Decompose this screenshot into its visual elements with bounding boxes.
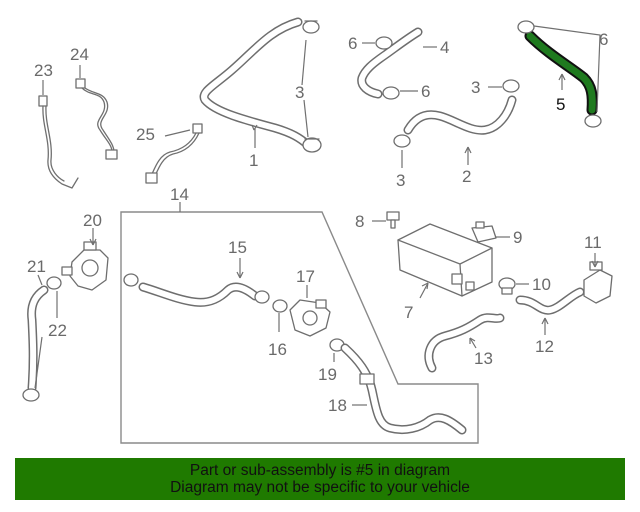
part-9-sensor[interactable] <box>471 221 497 243</box>
callout-6-right: 6 <box>599 30 608 49</box>
callout-12: 12 <box>535 337 554 356</box>
callout-11: 11 <box>584 233 602 252</box>
part-6-clamp-a[interactable] <box>375 36 393 50</box>
part-18-hose[interactable] <box>340 343 467 435</box>
part-5-hose-highlighted[interactable] <box>524 30 598 116</box>
part-3-clamp-left[interactable] <box>393 134 411 148</box>
callout-17: 17 <box>296 267 315 286</box>
banner-line-1: Part or sub-assembly is #5 in diagram <box>189 462 451 479</box>
part-23-sensor[interactable] <box>38 95 79 189</box>
part-7-canister[interactable] <box>397 223 493 297</box>
callout-10: 10 <box>532 275 551 294</box>
part-13-hose[interactable] <box>424 313 505 373</box>
part-6-clamp-b[interactable] <box>382 86 400 100</box>
part-6-clamp-right-bottom[interactable] <box>584 114 602 128</box>
callout-18: 18 <box>328 396 347 415</box>
part-12-hose[interactable] <box>515 287 585 315</box>
part-24-sensor[interactable] <box>75 78 118 160</box>
callout-9: 9 <box>513 228 522 247</box>
callout-5: 5 <box>556 95 565 114</box>
callout-6-left: 6 <box>348 34 357 53</box>
part-21-hose[interactable] <box>22 285 49 402</box>
callout-3-bottom: 3 <box>396 171 405 190</box>
part-3-clamp-top[interactable] <box>302 20 320 34</box>
callout-24: 24 <box>70 45 89 64</box>
part-20-valve[interactable] <box>61 241 109 291</box>
info-banner: Part or sub-assembly is #5 in diagram Di… <box>15 458 625 500</box>
callout-3-top: 3 <box>295 83 304 102</box>
group-14-outline <box>120 211 479 444</box>
part-6-clamp-right-top[interactable] <box>517 20 535 34</box>
part-3-clamp-bottom[interactable] <box>302 137 322 153</box>
part-8-bolt[interactable] <box>386 211 400 229</box>
callout-1: 1 <box>249 151 258 170</box>
banner-line-2: Diagram may not be specific to your vehi… <box>170 479 470 496</box>
callout-15: 15 <box>228 238 247 257</box>
part-25-sensor[interactable] <box>145 123 203 184</box>
callout-8: 8 <box>355 212 364 231</box>
part-17-valve[interactable] <box>289 299 331 337</box>
callout-22: 22 <box>48 321 67 340</box>
callout-7: 7 <box>404 303 413 322</box>
callout-25: 25 <box>136 125 155 144</box>
callout-13: 13 <box>474 349 493 368</box>
callout-2: 2 <box>462 167 471 186</box>
part-3-clamp-right[interactable] <box>502 79 520 93</box>
callout-6-mid: 6 <box>421 82 430 101</box>
part-4-hose[interactable] <box>357 27 423 99</box>
part-1-hose[interactable] <box>199 17 313 150</box>
part-22-clamp[interactable] <box>46 276 62 290</box>
part-16-clamp[interactable] <box>272 299 288 313</box>
callout-19: 19 <box>318 365 337 384</box>
part-15-hose[interactable] <box>123 273 270 307</box>
callout-16: 16 <box>268 340 287 359</box>
part-2-hose[interactable] <box>403 95 517 135</box>
part-11-valve[interactable] <box>583 261 613 304</box>
callout-4: 4 <box>440 38 449 57</box>
callout-20: 20 <box>83 211 102 230</box>
callout-14: 14 <box>170 185 189 204</box>
callout-21: 21 <box>27 257 46 276</box>
part-10-clamp[interactable] <box>498 277 516 295</box>
callout-23: 23 <box>34 61 53 80</box>
callout-3-right: 3 <box>471 78 480 97</box>
